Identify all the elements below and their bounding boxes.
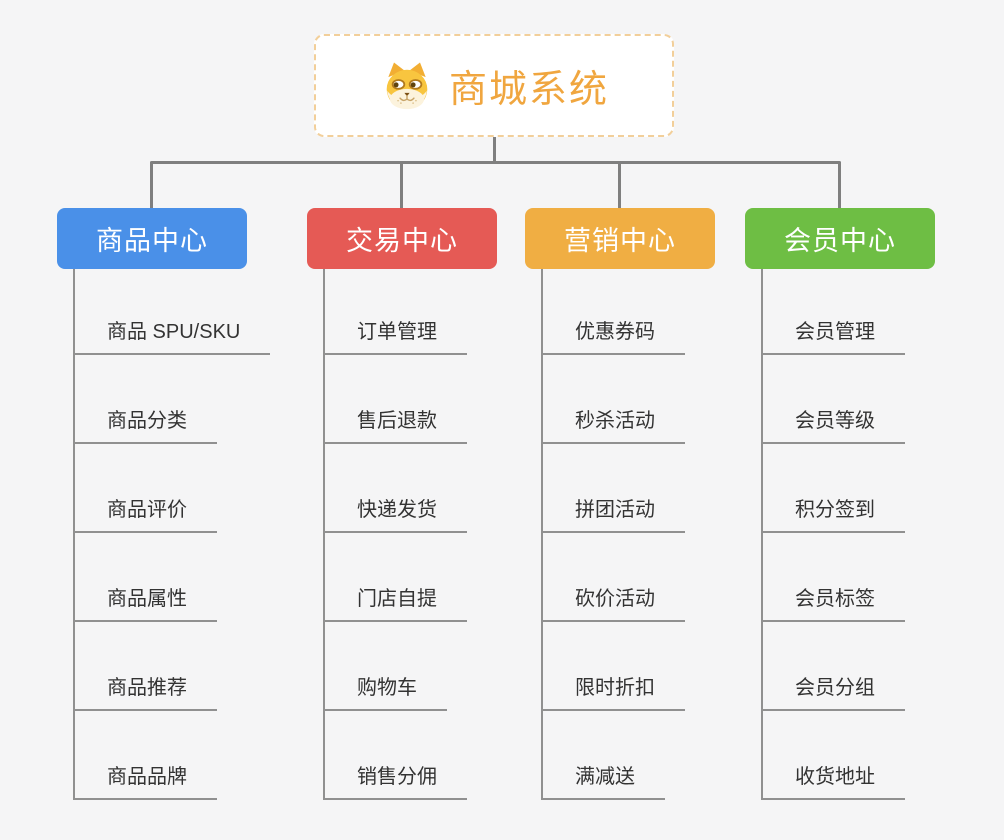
branch-topic-label: 商品中心: [96, 226, 208, 256]
subtopic[interactable]: 砍价活动: [541, 586, 685, 622]
subtopic[interactable]: 秒杀活动: [541, 408, 685, 444]
subtopic[interactable]: 订单管理: [323, 319, 467, 355]
subtopic[interactable]: 售后退款: [323, 408, 467, 444]
shiba-dog-icon: [386, 61, 428, 109]
subtopic[interactable]: 会员标签: [761, 586, 905, 622]
branch-spine-goods: [73, 269, 75, 799]
branch-topic-label: 交易中心: [346, 226, 458, 256]
subtopic[interactable]: 收货地址: [761, 764, 905, 800]
branch-spine-trade: [323, 269, 325, 799]
subtopic-column-trade: 订单管理 售后退款 快递发货 门店自提 购物车 销售分佣: [323, 269, 563, 809]
connector-drop-member: [838, 162, 841, 208]
root-topic[interactable]: 商城系统: [314, 34, 674, 137]
branch-spine-member: [761, 269, 763, 799]
subtopic[interactable]: 满减送: [541, 764, 665, 800]
subtopic[interactable]: 会员等级: [761, 408, 905, 444]
connector-drop-marketing: [618, 162, 621, 208]
subtopic[interactable]: 拼团活动: [541, 497, 685, 533]
subtopic[interactable]: 快递发货: [323, 497, 467, 533]
subtopic[interactable]: 商品分类: [73, 408, 217, 444]
branch-spine-marketing: [541, 269, 543, 799]
subtopic[interactable]: 积分签到: [761, 497, 905, 533]
subtopic[interactable]: 会员管理: [761, 319, 905, 355]
subtopic[interactable]: 商品推荐: [73, 675, 217, 711]
connector-horizontal-bar: [150, 161, 841, 164]
subtopic-column-marketing: 优惠券码 秒杀活动 拼团活动 砍价活动 限时折扣 满减送: [541, 269, 781, 809]
connector-root-stem: [493, 137, 496, 164]
subtopic[interactable]: 商品品牌: [73, 764, 217, 800]
subtopic[interactable]: 商品属性: [73, 586, 217, 622]
subtopic[interactable]: 商品评价: [73, 497, 217, 533]
branch-topic-label: 营销中心: [564, 226, 676, 256]
branch-topic-label: 会员中心: [784, 226, 896, 256]
subtopic[interactable]: 限时折扣: [541, 675, 685, 711]
subtopic[interactable]: 门店自提: [323, 586, 467, 622]
branch-topic-member-center[interactable]: 会员中心: [745, 208, 935, 269]
subtopic-column-member: 会员管理 会员等级 积分签到 会员标签 会员分组 收货地址: [761, 269, 1001, 809]
subtopic[interactable]: 优惠券码: [541, 319, 685, 355]
subtopic[interactable]: 销售分佣: [323, 764, 467, 800]
branch-topic-trade-center[interactable]: 交易中心: [307, 208, 497, 269]
subtopic-column-goods: 商品 SPU/SKU 商品分类 商品评价 商品属性 商品推荐 商品品牌: [73, 269, 313, 809]
connector-drop-trade: [400, 162, 403, 208]
connector-drop-goods: [150, 162, 153, 208]
subtopic[interactable]: 购物车: [323, 675, 447, 711]
subtopic[interactable]: 会员分组: [761, 675, 905, 711]
branch-topic-marketing-center[interactable]: 营销中心: [525, 208, 715, 269]
root-topic-label: 商城系统: [448, 69, 609, 111]
branch-topic-goods-center[interactable]: 商品中心: [57, 208, 247, 269]
subtopic[interactable]: 商品 SPU/SKU: [73, 319, 271, 355]
